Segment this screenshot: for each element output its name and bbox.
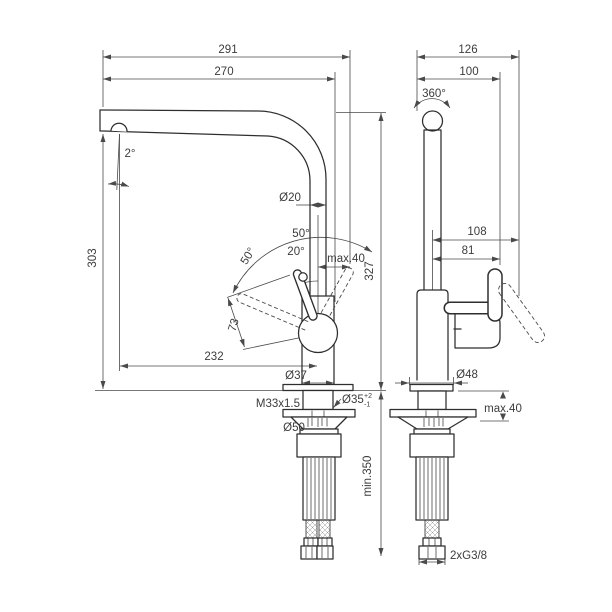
hose-nut-side bbox=[418, 545, 446, 560]
supply-hose-side bbox=[424, 519, 440, 539]
dim-232: 232 bbox=[204, 351, 223, 363]
dim-o48: Ø48 bbox=[456, 369, 478, 381]
dim-20deg: 20° bbox=[287, 246, 304, 258]
side-view: 126 100 360° 108 81 Ø48 max.40 2xG3/8 bbox=[389, 44, 545, 565]
hose-nut-right bbox=[316, 545, 334, 560]
dim-291: 291 bbox=[218, 44, 237, 56]
side-view-dimension-lines bbox=[395, 50, 520, 565]
dim-81: 81 bbox=[462, 245, 475, 257]
mounting-plate-side bbox=[389, 408, 477, 418]
supply-hose-left bbox=[305, 519, 318, 539]
front-view: 291 270 2° 303 Ø20 50° 50° 20° max.40 32… bbox=[87, 44, 386, 560]
dim-min350: min.350 bbox=[362, 456, 374, 497]
hose-fitting-right bbox=[317, 537, 333, 547]
spout-end-circle bbox=[421, 110, 444, 132]
dim-327: 327 bbox=[364, 261, 376, 280]
base-plate bbox=[282, 383, 354, 392]
side-view-faucet bbox=[389, 110, 545, 560]
max40-arrow-up bbox=[500, 391, 506, 399]
threaded-shank bbox=[302, 389, 334, 411]
dim-270: 270 bbox=[214, 66, 233, 78]
aerator-dome bbox=[110, 122, 128, 132]
spout-outer-edge bbox=[99, 109, 327, 297]
dim-m33: M33x1.5 bbox=[256, 398, 300, 410]
handle-grip-dashed bbox=[498, 283, 545, 343]
base-plate-side bbox=[409, 383, 454, 392]
front-view-dimension-lines bbox=[95, 50, 386, 556]
mounting-plate bbox=[282, 408, 356, 418]
hose-nut-left bbox=[300, 545, 318, 560]
side-body bbox=[416, 289, 449, 381]
dim-arc-2deg bbox=[107, 180, 130, 187]
dim-o20: Ø20 bbox=[279, 192, 301, 204]
base-cylinder-side bbox=[409, 433, 455, 458]
dim-arc-360 bbox=[413, 98, 451, 109]
spout-inner-edge bbox=[99, 109, 311, 297]
dim-max40-side: max.40 bbox=[484, 403, 522, 415]
dim-max40-front: max.40 bbox=[327, 253, 365, 265]
dim-2xg38: 2xG3/8 bbox=[450, 550, 487, 562]
dim-o37: Ø37 bbox=[285, 370, 307, 382]
dim-50deg-side: 50° bbox=[239, 246, 258, 267]
dim-o50: Ø50 bbox=[283, 422, 305, 434]
front-view-faucet bbox=[99, 109, 356, 560]
lever-fill bbox=[294, 270, 317, 320]
dim-o35: Ø35 bbox=[342, 394, 364, 406]
dim-2deg: 2° bbox=[125, 148, 136, 160]
clamp-washer bbox=[299, 428, 339, 435]
clamp-cone-side bbox=[397, 416, 469, 430]
hose-fitting-side bbox=[422, 537, 442, 547]
hose-fitting-left bbox=[303, 537, 319, 547]
dim-line-73 bbox=[227, 297, 245, 348]
threaded-shank-side bbox=[417, 390, 447, 411]
mixer-ball bbox=[297, 312, 339, 354]
max40-arrow-down bbox=[500, 413, 506, 421]
dim-o35-tol-lower: -1 bbox=[364, 402, 370, 409]
clamp-washer-side bbox=[413, 428, 451, 435]
base-cylinder bbox=[296, 433, 342, 458]
lever-dashed-right bbox=[320, 267, 354, 318]
dim-100: 100 bbox=[459, 66, 478, 78]
dim-50deg: 50° bbox=[292, 228, 309, 240]
dim-o35-tol-upper: +2 bbox=[364, 393, 372, 400]
spout-column bbox=[423, 129, 442, 291]
lever-tip-knob bbox=[298, 272, 308, 282]
leader-o35 bbox=[333, 398, 342, 408]
dim-73: 73 bbox=[227, 317, 242, 333]
dim-126: 126 bbox=[458, 44, 477, 56]
supply-hose-right bbox=[318, 519, 331, 539]
lever-dashed-left bbox=[236, 293, 309, 331]
dim-360deg: 360° bbox=[422, 88, 446, 100]
dim-arc-50deg bbox=[232, 237, 373, 294]
dim-108: 108 bbox=[467, 226, 486, 238]
dim-303: 303 bbox=[87, 248, 99, 267]
